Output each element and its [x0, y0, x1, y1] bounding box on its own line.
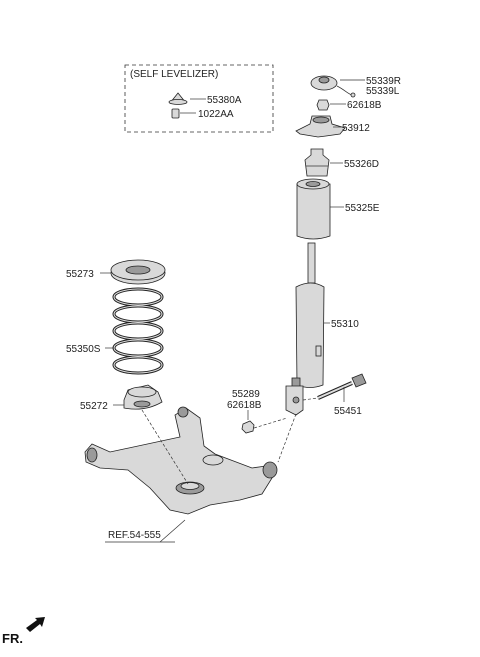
part-label-55380A: 55380A — [207, 95, 242, 106]
assembly-lines — [141, 397, 319, 485]
part-label-55451: 55451 — [334, 406, 362, 417]
top-cap-55339-icon — [310, 75, 356, 98]
part-label-53912: 53912 — [342, 123, 370, 134]
part-label-55272: 55272 — [80, 401, 108, 412]
bump-stopper-55326D-icon — [304, 148, 330, 177]
dust-cover-55325E-icon — [296, 178, 331, 240]
part-55380A-icon — [168, 92, 188, 105]
self-levelizer-box — [124, 64, 274, 133]
self-levelizer-title: (SELF LEVELIZER) — [130, 69, 218, 80]
part-label-55326D: 55326D — [344, 159, 379, 170]
part-label-62618B-low: 62618B — [227, 400, 262, 411]
part-label-55339L: 55339L — [366, 86, 400, 97]
spring-pad-55273-icon — [110, 259, 166, 285]
part-label-1022AA: 1022AA — [198, 109, 234, 120]
front-direction-arrow-icon — [26, 617, 45, 632]
shock-absorber-55310-icon — [285, 242, 325, 416]
part-label-55310: 55310 — [331, 319, 359, 330]
reference-label: REF.54-555 — [108, 530, 161, 541]
coil-spring-55350S-icon — [112, 287, 164, 375]
front-direction-label: FR. — [2, 631, 23, 646]
lower-control-arm-icon — [84, 406, 278, 515]
part-label-55350S: 55350S — [66, 344, 101, 355]
self-levelizer-group: (SELF LEVELIZER) 55380A 1022AA — [124, 64, 274, 133]
part-label-55273: 55273 — [66, 269, 94, 280]
part-label-62618B-top: 62618B — [347, 100, 382, 111]
part-label-55339R: 55339R — [366, 76, 401, 87]
nut-62618B-low-icon — [241, 420, 255, 434]
bolt-55451-icon — [317, 373, 367, 400]
nut-62618B-top-icon — [316, 99, 330, 111]
part-label-55289: 55289 — [232, 389, 260, 400]
part-1022AA-icon — [171, 108, 180, 119]
spring-pad-55272-icon — [123, 384, 163, 410]
part-label-55325E: 55325E — [345, 203, 380, 214]
upper-mount-53912-icon — [295, 115, 346, 138]
